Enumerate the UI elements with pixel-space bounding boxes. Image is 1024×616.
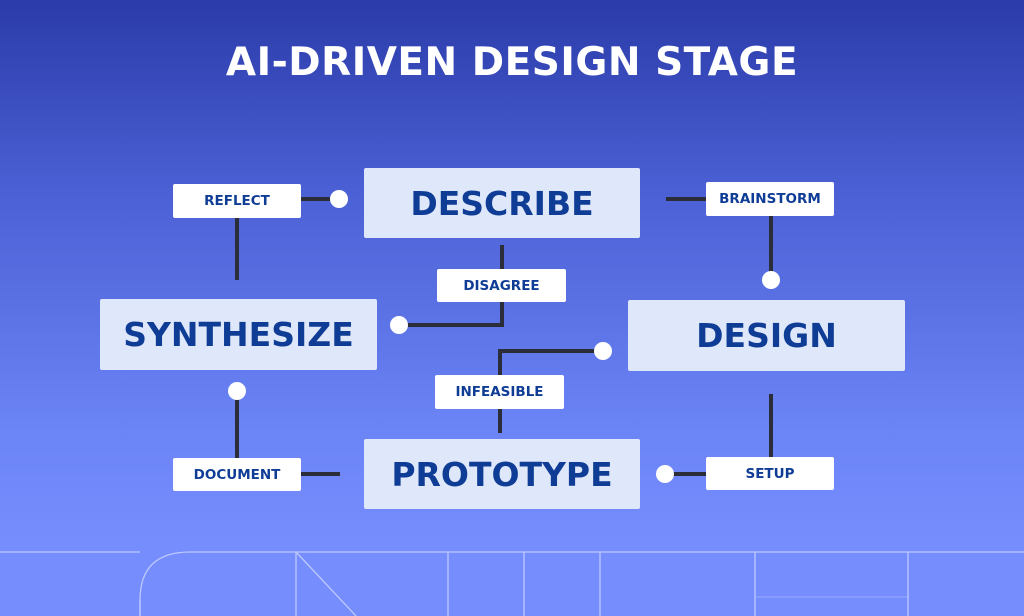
label-infeasible: INFEASIBLE xyxy=(435,375,564,409)
design-infeasible-line xyxy=(498,349,595,375)
label-disagree: DISAGREE xyxy=(437,269,566,302)
stage-synthesize: SYNTHESIZE xyxy=(100,299,377,370)
connector-dot xyxy=(330,190,348,208)
stage-prototype: PROTOTYPE xyxy=(364,439,640,509)
page-title: AI-DRIVEN DESIGN STAGE xyxy=(225,40,799,85)
label-brainstorm: BRAINSTORM xyxy=(706,182,834,216)
stage-design: DESIGN xyxy=(628,300,905,371)
label-setup: SETUP xyxy=(706,457,834,490)
connector-dot xyxy=(762,271,780,289)
label-document: DOCUMENT xyxy=(173,458,301,491)
stage-describe: DESCRIBE xyxy=(364,168,640,238)
connector-dot xyxy=(228,382,246,400)
bottom-decoration xyxy=(0,551,1024,616)
label-reflect: REFLECT xyxy=(173,184,301,218)
connector-dot xyxy=(594,342,612,360)
connector-dot xyxy=(656,465,674,483)
disagree-synthesize-line xyxy=(407,302,504,327)
connector-dot xyxy=(390,316,408,334)
